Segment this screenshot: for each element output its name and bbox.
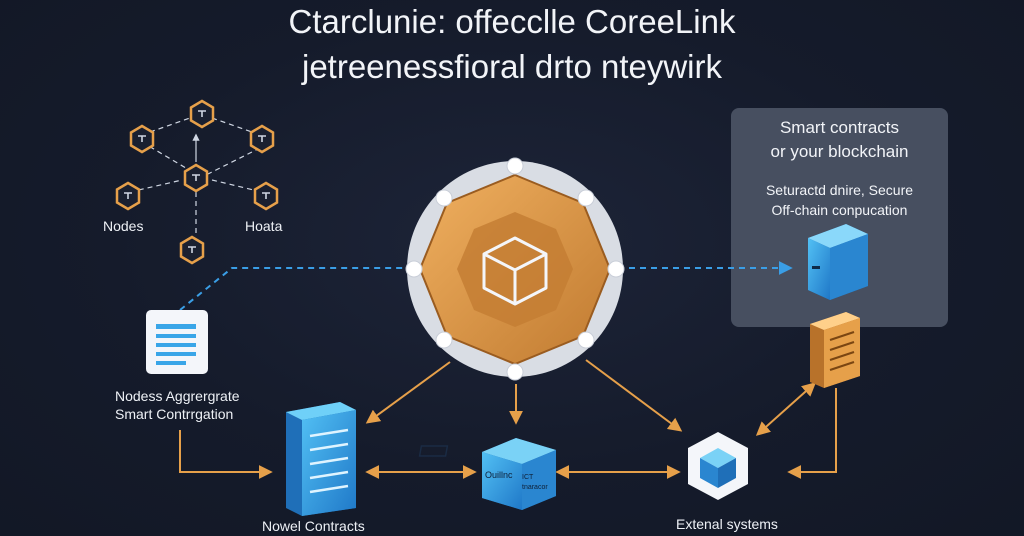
node-network xyxy=(115,99,279,265)
storage-server-icon xyxy=(810,312,860,388)
blockchain-server-icon xyxy=(808,224,868,300)
node-hex-icon xyxy=(129,124,155,154)
external-system-icon xyxy=(688,432,748,500)
aggregate-label-line-1: Nodess Aggrergrate xyxy=(115,388,240,404)
node-hex-icon xyxy=(115,181,141,211)
panel-heading-line-2: or your blockchain xyxy=(770,142,909,161)
oracle-box-icon xyxy=(418,438,556,510)
panel-sub-line-1: Seturactd dnire, Secure xyxy=(765,182,914,198)
hub-connector-dots xyxy=(405,157,625,381)
cube-icon xyxy=(482,236,548,306)
hoata-label: Hoata xyxy=(245,218,283,234)
corelink-hub xyxy=(405,157,625,381)
oracle-box-text-2: ICT xyxy=(522,474,534,481)
document-icon xyxy=(146,310,208,374)
oracle-box-text-1: Ouillnc xyxy=(485,470,513,480)
nowel-contracts-label: Nowel Contracts xyxy=(262,518,365,534)
node-hex-icon xyxy=(179,235,205,265)
aggregate-label-line-2: Smart Contrrgation xyxy=(115,406,234,422)
node-hex-icon xyxy=(189,99,215,129)
node-hex-icon xyxy=(183,163,209,193)
nodes-label: Nodes xyxy=(103,218,144,234)
external-systems-label: Extenal systems xyxy=(676,516,778,532)
title-line-2: jetreenessfioral drto nteywirk xyxy=(301,48,722,85)
title-line-1: Ctarclunie: offecclle CoreeLink xyxy=(288,3,736,40)
node-hex-icon xyxy=(249,124,275,154)
server-icon xyxy=(286,402,356,516)
panel-heading-line-1: Smart contracts xyxy=(779,118,900,137)
oracle-box-text-3: tnaracor xyxy=(522,484,548,491)
panel-sub-line-2: Off-chain conpucation xyxy=(771,202,908,218)
node-hex-icon xyxy=(253,181,279,211)
data-feed-links xyxy=(179,261,793,311)
flow-arrows xyxy=(179,359,837,479)
